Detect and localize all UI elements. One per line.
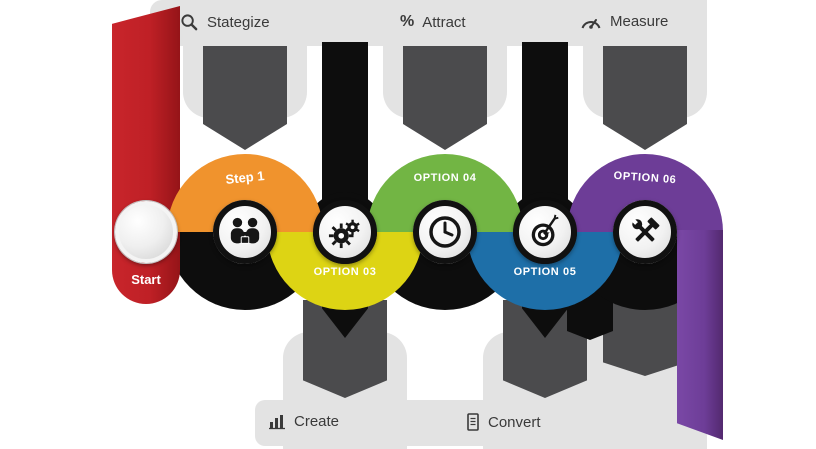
banner-item-stategize: Stategize bbox=[180, 13, 270, 32]
magnifier-icon bbox=[180, 13, 199, 32]
bottom-banner-panel bbox=[255, 400, 578, 446]
node-option05 bbox=[513, 200, 577, 264]
gray-arrow-top-1 bbox=[203, 46, 287, 150]
document-icon bbox=[466, 413, 480, 431]
banner-label-text: Create bbox=[294, 413, 340, 430]
percent-icon: % bbox=[400, 13, 415, 30]
gray-arrow-bottom-3 bbox=[603, 300, 687, 376]
clock-icon bbox=[427, 214, 463, 250]
gears-icon bbox=[326, 215, 364, 249]
banner-label-text: Measure bbox=[610, 13, 669, 30]
banner-label-text: Attract bbox=[422, 13, 466, 31]
banner-label-text: Convert bbox=[488, 413, 541, 431]
node-option03 bbox=[313, 200, 377, 264]
banner-label-text: Stategize bbox=[207, 14, 270, 31]
banner-item-convert: Convert bbox=[466, 413, 541, 431]
gray-arrow-top-2 bbox=[403, 46, 487, 150]
purple-arc-option06 bbox=[567, 154, 723, 232]
gray-arrow-top-3 bbox=[603, 46, 687, 150]
option03-label: OPTION 03 bbox=[313, 266, 377, 278]
target-icon bbox=[526, 214, 564, 250]
banner-item-create: Create bbox=[268, 413, 339, 430]
gauge-icon bbox=[580, 13, 602, 30]
node-start bbox=[115, 201, 177, 263]
bar-chart-icon bbox=[268, 413, 286, 430]
purple-ribbon-tail bbox=[677, 230, 723, 440]
option05-label: OPTION 05 bbox=[513, 266, 577, 278]
start-label: Start bbox=[131, 272, 161, 287]
node-option04 bbox=[413, 200, 477, 264]
handshake-icon bbox=[226, 215, 264, 249]
banner-item-measure: Measure bbox=[580, 13, 668, 30]
banner-item-attract: % Attract bbox=[400, 13, 466, 31]
option04-label: OPTION 04 bbox=[413, 172, 477, 184]
node-step1 bbox=[213, 200, 277, 264]
tools-icon bbox=[627, 214, 663, 250]
node-option06 bbox=[613, 200, 677, 264]
